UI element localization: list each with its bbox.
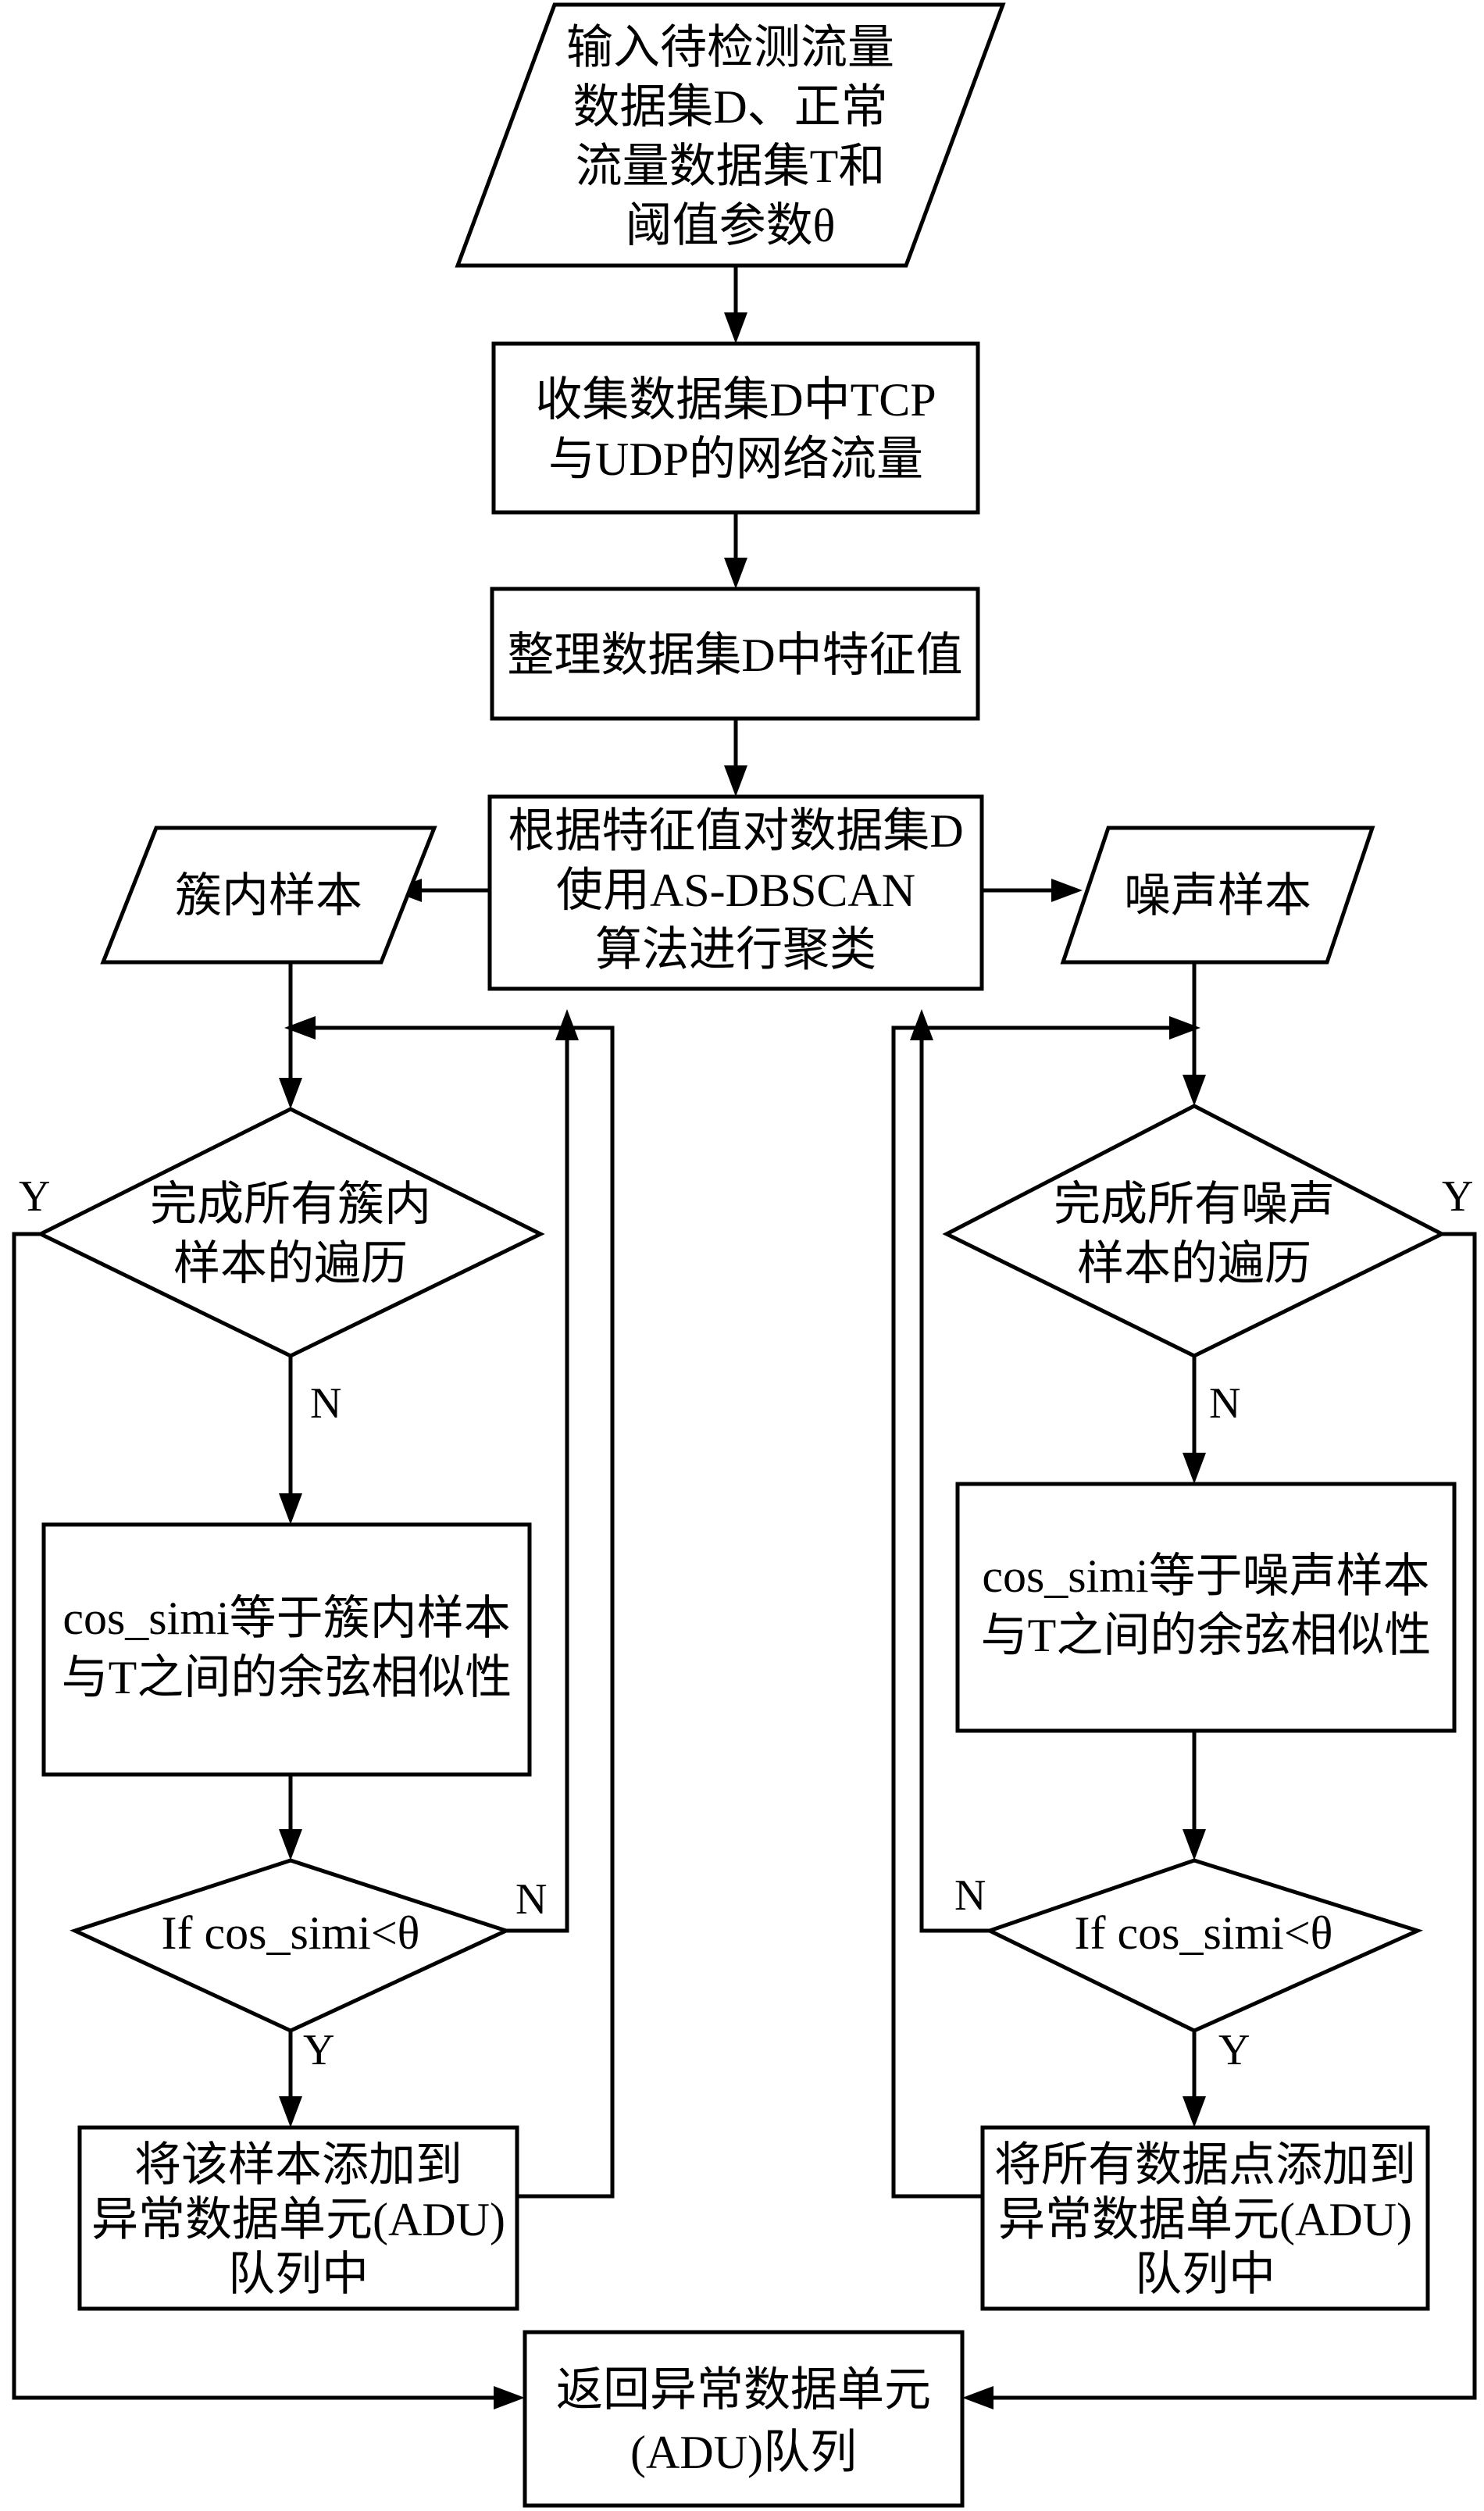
cluster-line-3: 算法进行聚类 <box>595 924 876 976</box>
edge-left-check-yes <box>12 1232 494 2400</box>
left-traverse-yes-label: Y <box>19 1172 50 1221</box>
left-cos-line-1: cos_simi等于簇内样本 <box>62 1593 510 1644</box>
arrowhead-right-cos <box>1183 1453 1206 1484</box>
left-threshold-diamond <box>70 1858 512 2033</box>
left-threshold-text: If cos_simi<θ <box>162 1907 420 1959</box>
right-traverse-line-2: 样本的遍历 <box>1077 1238 1311 1289</box>
left-add-line-1: 将该样本添加到 <box>134 2139 462 2191</box>
arrowhead-return-left <box>494 2386 525 2409</box>
left-add-box <box>77 2125 519 2311</box>
arrowhead-left-loop-up <box>555 1009 579 1040</box>
left-cos-box <box>41 1522 532 1777</box>
edge-left-threshold-no-loop <box>506 1040 569 1933</box>
arrowhead-left-cos <box>279 1493 302 1525</box>
right-cos-line-1: cos_simi等于噪声样本 <box>982 1550 1429 1602</box>
edge-left-add-loop <box>316 1025 615 2199</box>
right-cos-box <box>955 1482 1457 1733</box>
arrowheads <box>279 312 1206 2409</box>
arrowhead-right-check <box>1183 1075 1206 1106</box>
right-add-box <box>980 2125 1430 2311</box>
input-line-1: 输入待检测流量 <box>566 22 894 73</box>
return-line-2: (ADU)队列 <box>630 2427 857 2478</box>
edge-labels: Y N N Y Y N N Y <box>19 1172 1473 2074</box>
return-box <box>523 2330 965 2508</box>
left-traverse-no-label: N <box>310 1379 341 1428</box>
right-traverse-line-1: 完成所有噪声 <box>1054 1179 1335 1230</box>
cluster-line-1: 根据特征值对数据集D <box>508 805 963 857</box>
left-traverse-line-1: 完成所有簇内 <box>150 1179 431 1230</box>
collect-line-2: 与UDP的网络流量 <box>548 433 923 485</box>
left-cos-line-2: 与T之间的余弦相似性 <box>62 1652 512 1703</box>
left-add-line-3: 队列中 <box>228 2249 369 2300</box>
right-threshold-diamond <box>984 1858 1424 2033</box>
right-traverse-yes-label: Y <box>1442 1172 1473 1221</box>
organize-line-1: 整理数据集D中特征值 <box>507 630 962 681</box>
edge-right-threshold-no-loop <box>919 1040 990 1933</box>
left-traverse-line-2: 样本的遍历 <box>173 1238 408 1289</box>
arrowhead-left-threshold <box>279 1829 302 1860</box>
right-traverse-no-label: N <box>1209 1379 1240 1428</box>
arrowhead-return-right <box>962 2386 993 2409</box>
shapes <box>36 2 1457 2508</box>
arrowhead-cluster <box>724 765 747 797</box>
input-line-3: 流量数据集T和 <box>576 141 886 192</box>
right-threshold-text: If cos_simi<θ <box>1075 1907 1333 1959</box>
left-add-line-2: 异常数据单元(ADU) <box>91 2194 505 2245</box>
connectors <box>12 266 1477 2400</box>
arrowhead-right-add <box>1183 2096 1206 2128</box>
left-traverse-diamond <box>36 1107 545 1358</box>
arrowhead-right-threshold <box>1183 1829 1206 1860</box>
arrowhead-left-check <box>279 1078 302 1109</box>
right-cos-line-2: 与T之间的余弦相似性 <box>981 1610 1432 1661</box>
right-threshold-no-label: N <box>954 1871 986 1920</box>
return-line-1: 返回异常数据单元 <box>556 2364 931 2416</box>
noise-parallelogram <box>1060 826 1375 965</box>
arrowhead-noise <box>1051 879 1083 902</box>
organize-box <box>490 587 980 721</box>
input-line-2: 数据集D、正常 <box>573 81 887 133</box>
arrowhead-collect <box>724 312 747 344</box>
input-line-4: 阈值参数θ <box>626 200 836 251</box>
edge-right-add-loop <box>891 1025 1169 2199</box>
left-threshold-yes-label: Y <box>303 2026 334 2074</box>
right-threshold-yes-label: Y <box>1218 2026 1250 2074</box>
collect-box <box>491 341 980 515</box>
arrowhead-right-loop-up <box>910 1009 933 1040</box>
collect-line-1: 收集数据集D中TCP <box>535 374 936 426</box>
left-threshold-no-label: N <box>515 1875 547 1924</box>
cluster-line-2: 使用AS-DBSCAN <box>556 865 915 916</box>
arrowhead-organize <box>724 558 747 589</box>
noise-label: 噪声样本 <box>1124 870 1311 922</box>
input-parallelogram <box>455 2 1006 268</box>
right-traverse-diamond <box>942 1104 1447 1358</box>
cluster-box <box>487 794 984 991</box>
node-texts: 输入待检测流量 数据集D、正常 流量数据集T和 阈值参数θ 收集数据集D中TCP… <box>62 22 1432 2478</box>
right-add-line-1: 将所有数据点添加到 <box>994 2139 1416 2191</box>
right-add-line-3: 队列中 <box>1135 2249 1275 2300</box>
right-add-line-2: 异常数据单元(ADU) <box>998 2194 1412 2245</box>
arrowhead-left-merge <box>284 1016 316 1040</box>
arrowhead-right-merge <box>1169 1016 1200 1040</box>
in-cluster-label: 簇内样本 <box>175 870 362 922</box>
in-cluster-parallelogram <box>100 826 437 965</box>
arrowhead-left-add <box>279 2096 302 2128</box>
edge-right-check-yes <box>993 1232 1477 2400</box>
